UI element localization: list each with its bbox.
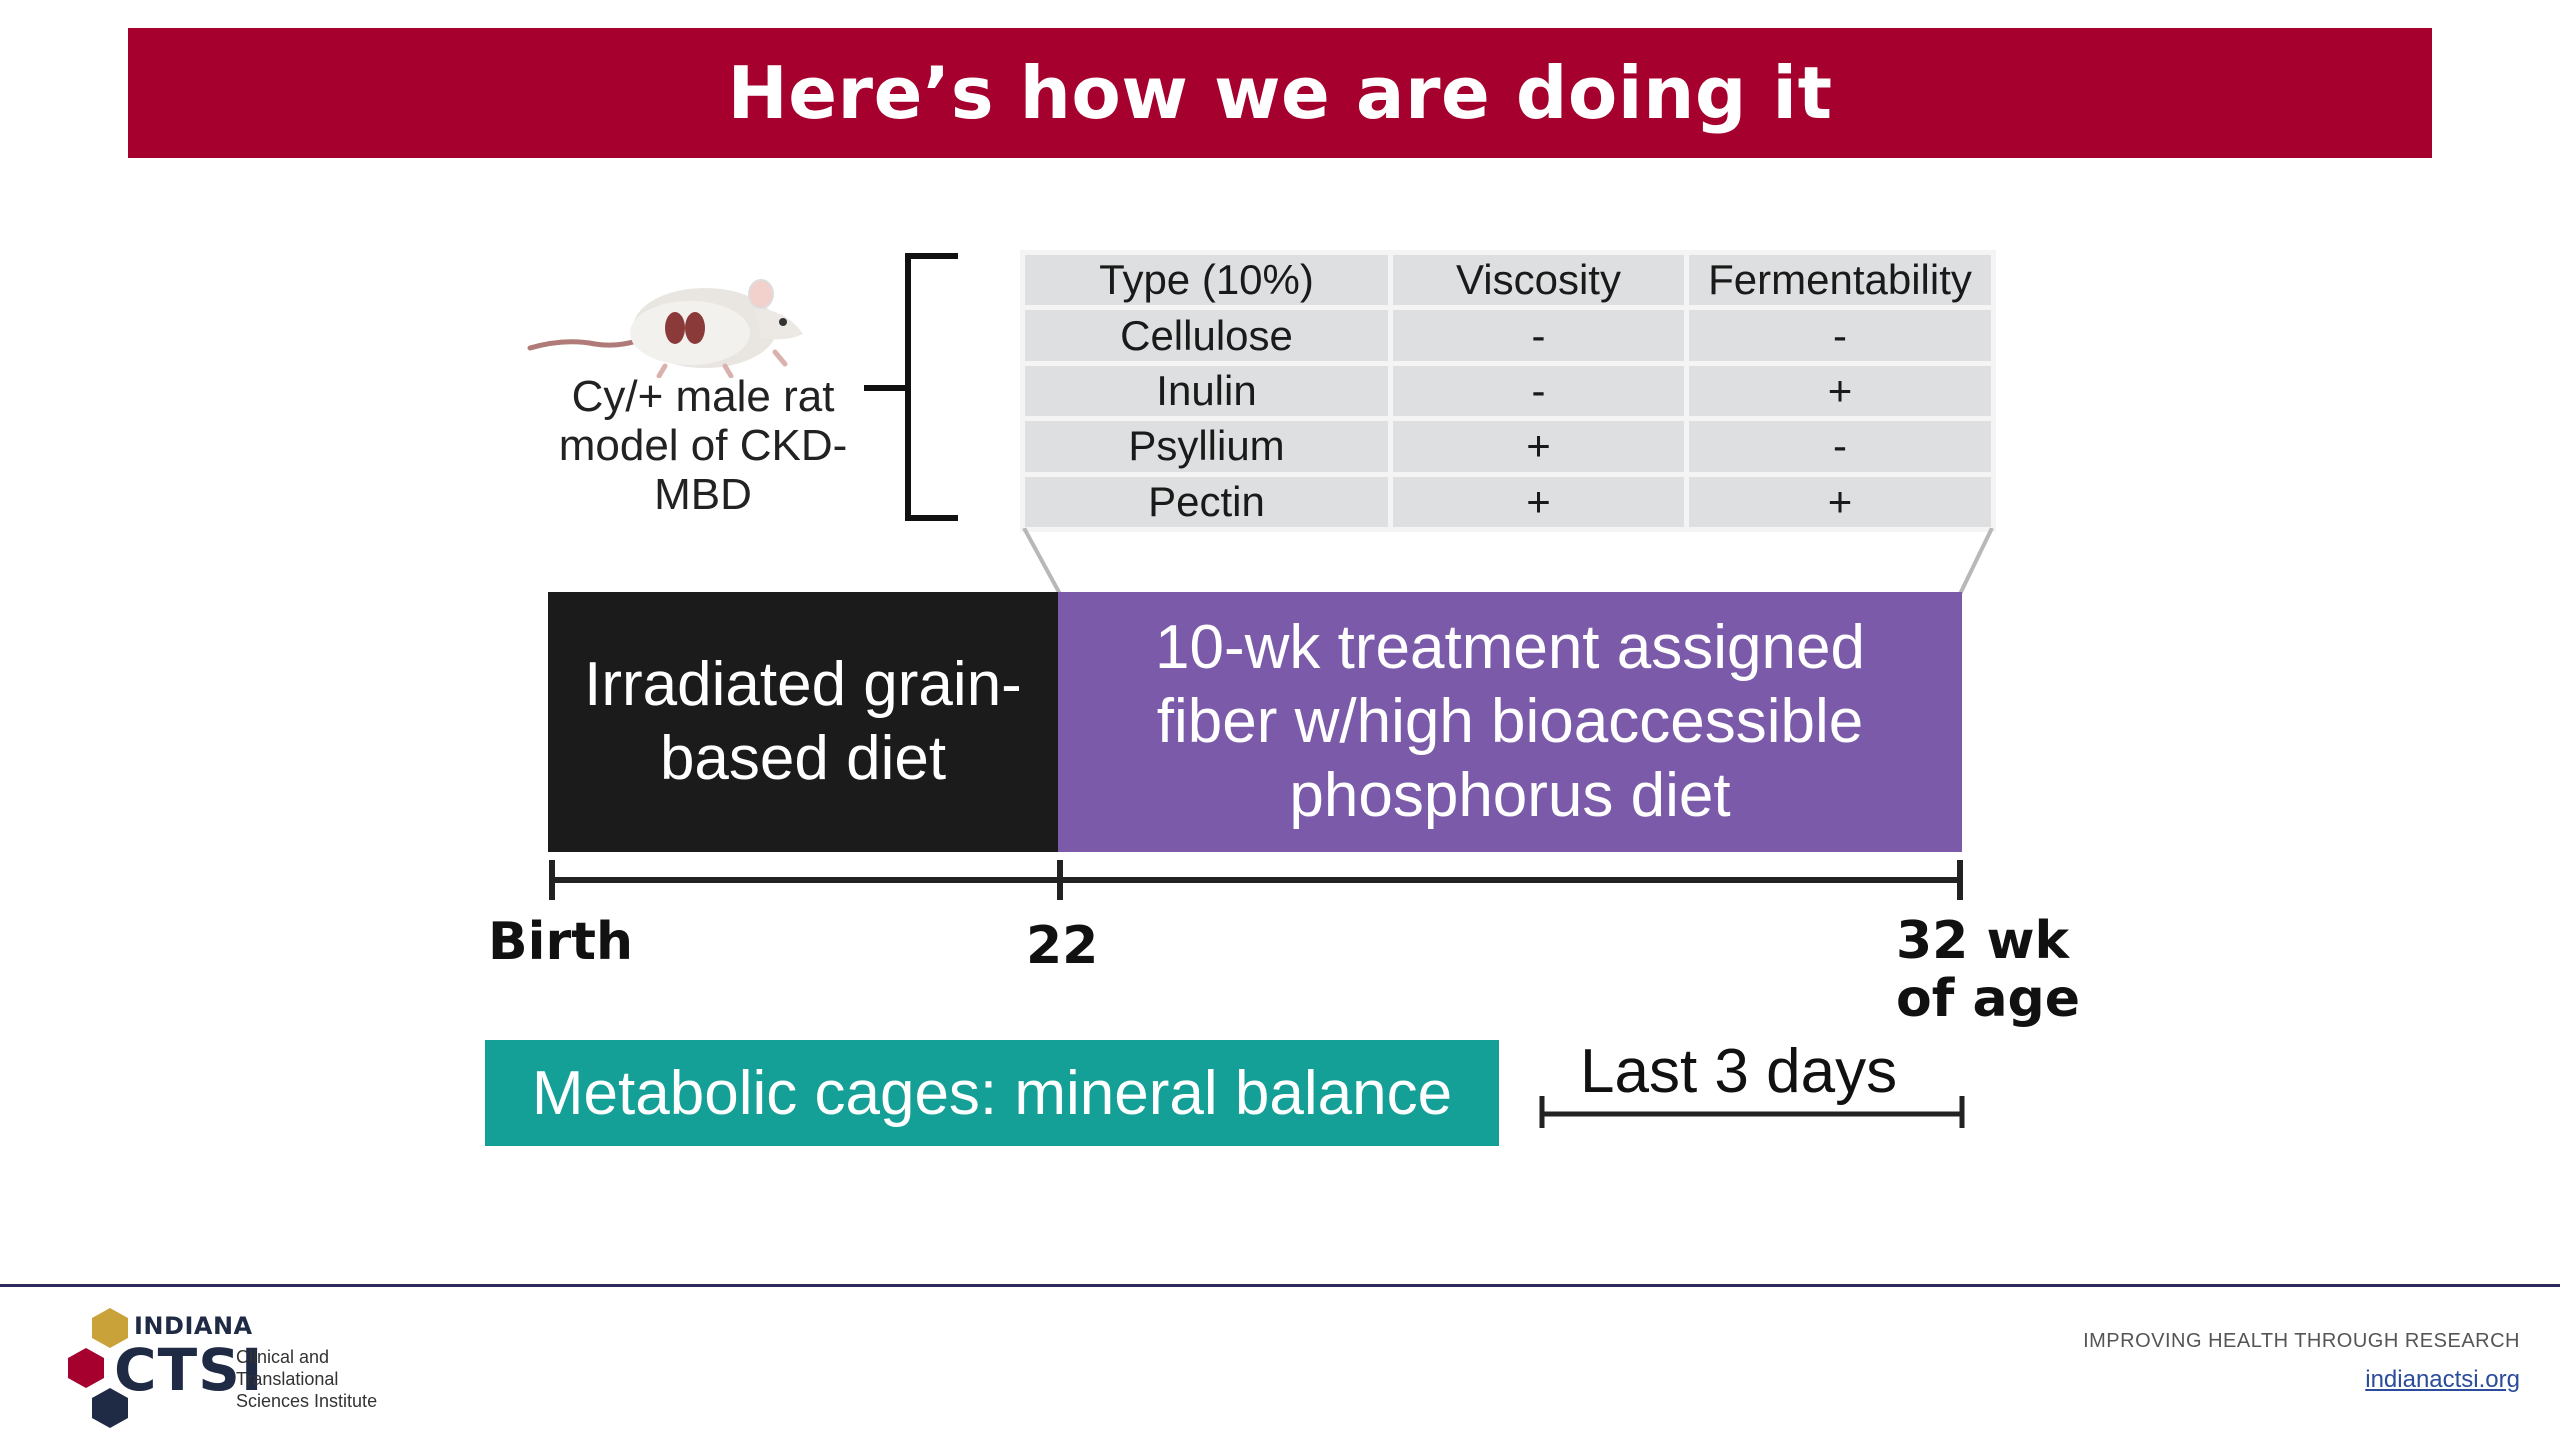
logo-subtitle-line1: Clinical and Translational <box>236 1347 339 1389</box>
last-days-label: Last 3 days <box>1580 1037 1898 1106</box>
last-days-span <box>1539 1096 1965 1128</box>
cell-fermentability: + <box>1684 360 1996 422</box>
cell-viscosity: - <box>1388 360 1689 422</box>
tick-label-birth: Birth <box>488 912 633 972</box>
ctsi-logo-mark <box>68 1308 128 1428</box>
cell-viscosity: - <box>1388 305 1689 366</box>
table-header-row: Type (10%) Viscosity Fermentability <box>1020 249 1996 311</box>
cell-type: Psyllium <box>1020 416 1393 477</box>
logo-indiana-text: INDIANA <box>134 1312 253 1340</box>
tick-label-32wk: 32 wk of age <box>1896 912 2080 1028</box>
column-header-viscosity: Viscosity <box>1388 249 1689 311</box>
table-row: Cellulose - - <box>1020 305 1996 366</box>
table-row: Inulin - + <box>1020 360 1996 422</box>
table-row: Pectin + + <box>1020 471 1996 533</box>
phase-fiber-treatment-label: 10-wk treatment assigned fiber w/high bi… <box>1155 613 1865 830</box>
column-header-type: Type (10%) <box>1020 249 1393 311</box>
logo-subtitle-line2: Sciences Institute <box>236 1391 378 1411</box>
website-link[interactable]: indianactsi.org <box>2365 1366 2520 1393</box>
tick-label-32wk-line1: 32 wk <box>1896 911 2070 971</box>
footer-divider <box>0 1284 2560 1287</box>
cell-type: Inulin <box>1020 360 1393 422</box>
footer-tagline: IMPROVING HEALTH THROUGH RESEARCH <box>2083 1330 2520 1352</box>
tick-label-32wk-line2: of age <box>1896 969 2081 1029</box>
fiber-type-table: Type (10%) Viscosity Fermentability Cell… <box>1020 249 1996 533</box>
cell-type: Pectin <box>1020 471 1393 533</box>
phase-grain-diet-label: Irradiated grain-based diet <box>584 650 1022 793</box>
metabolic-cages-box: Metabolic cages: mineral balance <box>485 1040 1499 1146</box>
column-header-fermentability: Fermentability <box>1684 249 1996 311</box>
cell-viscosity: + <box>1388 416 1689 477</box>
metabolic-cages-label: Metabolic cages: mineral balance <box>531 1058 1453 1128</box>
cell-fermentability: - <box>1684 305 1996 366</box>
cell-type: Cellulose <box>1020 305 1393 366</box>
bracket <box>864 253 958 521</box>
timeline-axis <box>549 860 1963 900</box>
cell-fermentability: + <box>1684 471 1996 533</box>
table-connector <box>1022 528 1994 595</box>
logo-subtitle: Clinical and Translational Sciences Inst… <box>236 1346 426 1412</box>
model-caption: Cy/+ male rat model of CKD-MBD <box>558 372 848 519</box>
cell-viscosity: + <box>1388 471 1689 533</box>
cell-fermentability: - <box>1684 416 1996 477</box>
phase-grain-diet: Irradiated grain-based diet <box>548 592 1058 852</box>
slide-title: Here’s how we are doing it <box>727 51 1833 135</box>
phase-fiber-treatment: 10-wk treatment assigned fiber w/high bi… <box>1058 592 1962 852</box>
title-banner: Here’s how we are doing it <box>128 28 2432 158</box>
logo-ctsi-text: CTSI <box>114 1336 264 1404</box>
rat-illustration <box>527 279 803 378</box>
tick-label-22: 22 <box>1026 916 1099 976</box>
table-row: Psyllium + - <box>1020 416 1996 477</box>
